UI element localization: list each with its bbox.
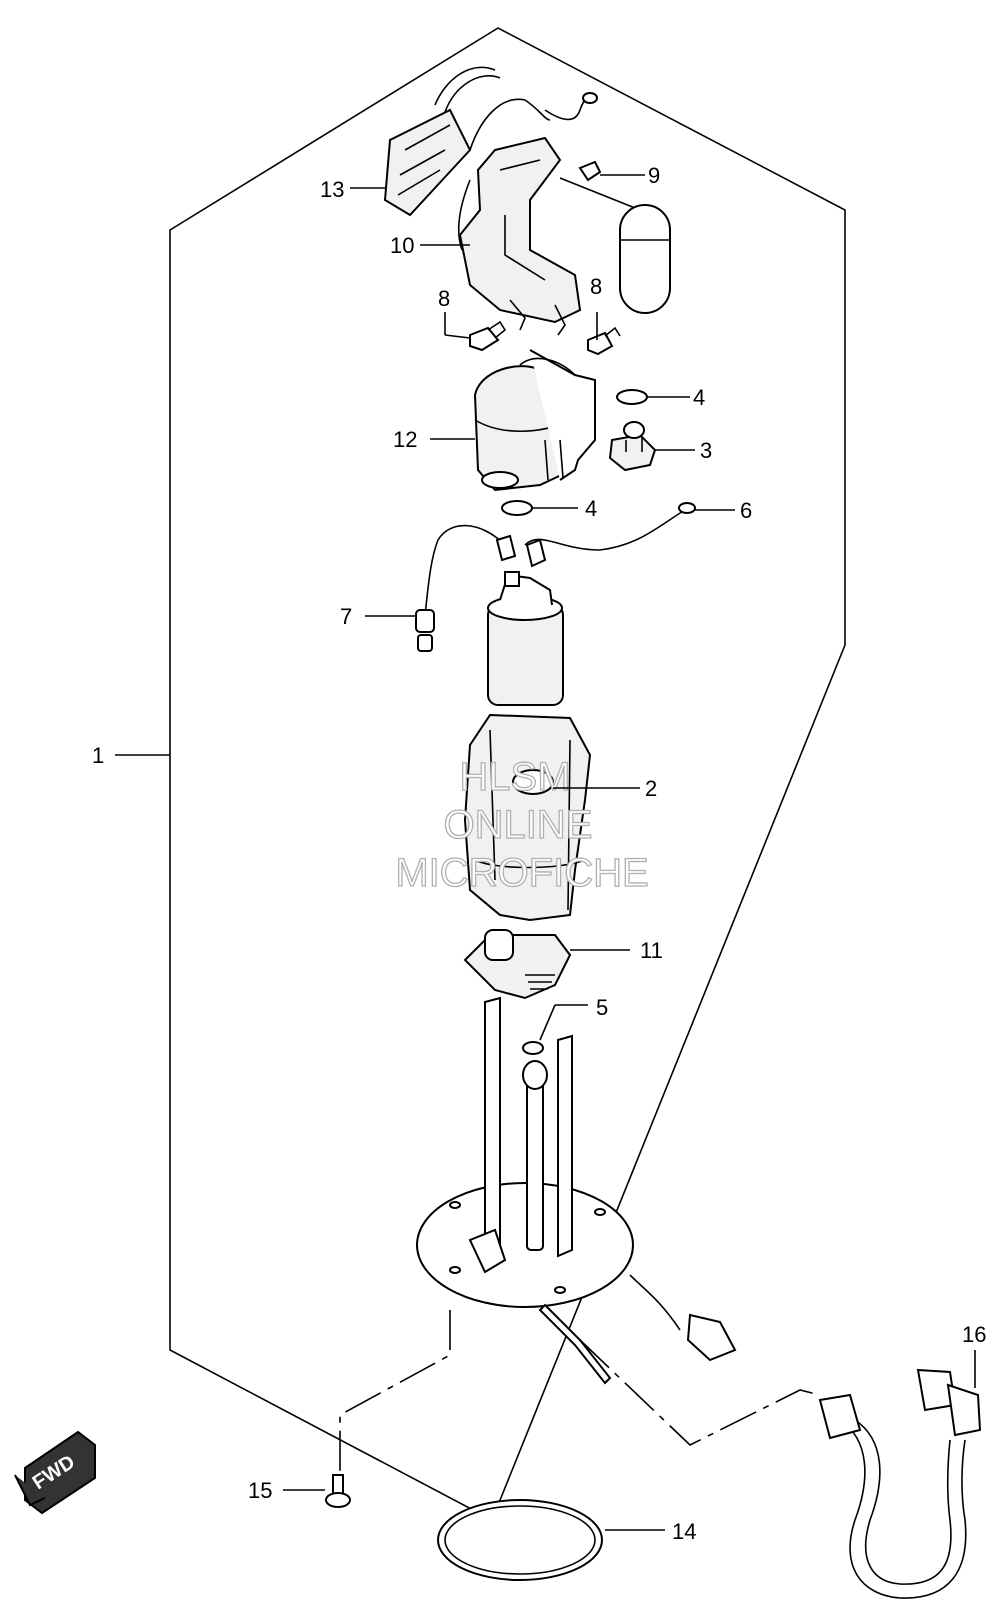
callout-10: 10	[390, 233, 414, 258]
part-8-screw-right	[587, 326, 621, 356]
callout-4-lower: 4	[585, 496, 597, 521]
callout-1: 1	[92, 743, 104, 768]
part-2-pump-holder	[463, 713, 592, 922]
part-9-clip	[559, 160, 641, 211]
part-11-fuel-filter	[463, 929, 572, 1000]
part-7-lead-wire	[415, 524, 517, 652]
part-4-o-ring-lower	[501, 500, 533, 516]
part-16-fuel-hose	[818, 1368, 982, 1599]
callout-13: 13	[320, 177, 344, 202]
callout-labels: 1 2 3 4 4 5 6 7 8 8 9 10 11 12 13 14 15 …	[92, 163, 986, 1544]
callout-2: 2	[645, 776, 657, 801]
callout-3: 3	[700, 438, 712, 463]
callout-6: 6	[740, 498, 752, 523]
part-13-wire-clamp	[383, 66, 598, 217]
fuel-pump-motor	[487, 571, 564, 706]
callout-8-left: 8	[438, 286, 450, 311]
watermark-line-2: ONLINE	[444, 803, 593, 847]
callout-12: 12	[393, 427, 417, 452]
callout-14: 14	[672, 1519, 696, 1544]
callout-8-right: 8	[590, 274, 602, 299]
watermark-line-3: MICROFICHE	[395, 851, 648, 895]
part-5-o-ring	[522, 1041, 544, 1055]
callout-5: 5	[596, 995, 608, 1020]
part-8-screw-left	[469, 320, 507, 352]
callout-11: 11	[640, 938, 663, 963]
leader-lines	[115, 174, 976, 1531]
part-10-bracket	[457, 136, 582, 336]
callout-9: 9	[648, 163, 660, 188]
callout-15: 15	[248, 1478, 272, 1503]
fwd-direction-badge: FWD	[14, 1430, 96, 1515]
watermark: HLSM ONLINE MICROFICHE	[395, 754, 650, 895]
watermark-line-1: HLSM	[459, 755, 570, 799]
part-15-screw	[325, 1474, 351, 1508]
part-12-pump-cover	[473, 349, 596, 492]
callout-16: 16	[962, 1322, 986, 1347]
part-3-pressure-regulator	[608, 421, 657, 472]
callout-7: 7	[340, 604, 352, 629]
part-14-gasket	[437, 1499, 603, 1581]
part-6-lead-wire	[524, 502, 696, 568]
fuel-level-float	[619, 204, 671, 314]
pump-base-flange	[416, 996, 737, 1385]
assembly-outline	[169, 27, 846, 1522]
callout-4-upper: 4	[693, 385, 705, 410]
part-4-o-ring-upper	[616, 389, 648, 405]
